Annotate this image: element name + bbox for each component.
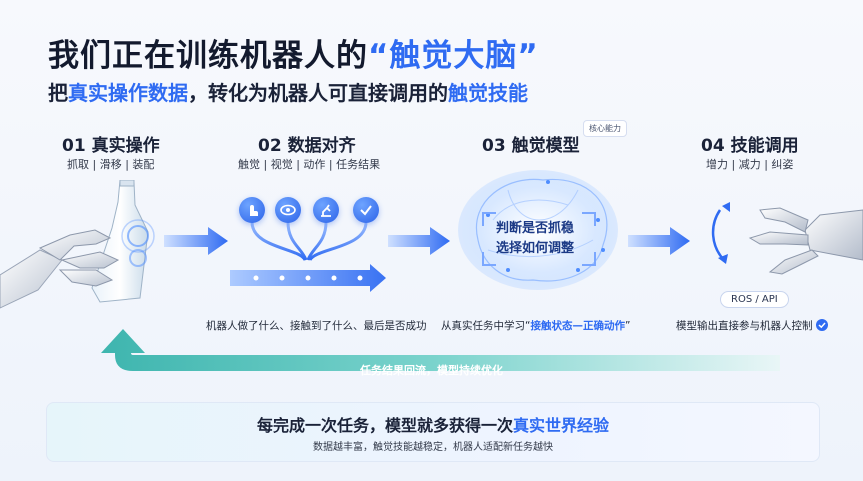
core-ability-badge: 核心能力 bbox=[583, 120, 627, 137]
brain-label-2: 选择如何调整 bbox=[496, 241, 575, 256]
step-1-sub: 抓取 | 滑移 | 装配 bbox=[67, 158, 155, 171]
page-title: 我们正在训练机器人的“触觉大脑” bbox=[48, 30, 539, 75]
summary-main: 每完成一次任务，模型就多获得一次真实世界经验 bbox=[47, 412, 819, 436]
summary-sub: 数据越丰富，触觉技能越稳定，机器人适配新任务越快 bbox=[313, 442, 553, 453]
bracket-bottom-left bbox=[482, 252, 496, 266]
title-main: 我们正在训练机器人的 bbox=[48, 38, 368, 74]
feedback-loop-arrow bbox=[101, 329, 780, 371]
step-1-title: 01 真实操作 bbox=[62, 136, 160, 156]
title-highlight: “触觉大脑” bbox=[368, 38, 539, 74]
caption-learn-highlight: 接触状态—正确动作 bbox=[530, 320, 625, 332]
step-2-title: 02 数据对齐 bbox=[258, 136, 356, 156]
subtitle-part-1: 把 bbox=[48, 81, 68, 105]
check-icon bbox=[353, 197, 379, 223]
bracket-top-left bbox=[482, 212, 496, 226]
robot-hand-bottle-illustration bbox=[0, 180, 155, 309]
step-4-title: 04 技能调用 bbox=[701, 136, 799, 156]
summary-box: 每完成一次任务，模型就多获得一次真实世界经验 数据越丰富，触觉技能越稳定，机器人… bbox=[46, 402, 820, 462]
brain-network-illustration bbox=[458, 170, 618, 290]
summary-highlight: 真实世界经验 bbox=[513, 416, 610, 435]
caption-control-text: 模型输出直接参与机器人控制 bbox=[676, 320, 813, 332]
subtitle-highlight-2: 触觉技能 bbox=[448, 81, 528, 105]
bracket-bottom-right bbox=[582, 252, 596, 266]
subtitle-part-2: ，转化为机器人可直接调用的 bbox=[188, 81, 448, 105]
data-merge-graphic bbox=[230, 221, 386, 292]
hand-touch-icon bbox=[239, 197, 265, 223]
caption-data: 机器人做了什么、接触到了什么、最后是否成功 bbox=[206, 320, 427, 332]
step-3-title: 03 触觉模型 bbox=[482, 136, 580, 156]
robot-hand-skill-illustration bbox=[711, 202, 863, 275]
caption-learn-part-1: 从真实任务中学习“ bbox=[441, 320, 531, 332]
flow-arrow-3 bbox=[628, 227, 690, 255]
caption-control: 模型输出直接参与机器人控制 bbox=[676, 318, 828, 333]
caption-learn: 从真实任务中学习“接触状态—正确动作” bbox=[441, 318, 630, 333]
flow-arrow-1 bbox=[164, 227, 228, 255]
caption-learn-part-2: ” bbox=[624, 320, 631, 332]
ros-api-pill: ROS / API bbox=[720, 291, 789, 308]
verified-check-icon bbox=[815, 319, 828, 331]
feedback-loop-label: 任务结果回流，模型持续优化 bbox=[360, 364, 503, 377]
bracket-top-right bbox=[582, 212, 596, 226]
flow-arrow-2 bbox=[388, 227, 450, 255]
robot-arm-icon bbox=[313, 197, 339, 223]
eye-icon bbox=[275, 197, 301, 223]
summary-main-text: 每完成一次任务，模型就多获得一次 bbox=[256, 416, 513, 435]
page-subtitle: 把真实操作数据，转化为机器人可直接调用的触觉技能 bbox=[48, 77, 528, 106]
step-2-sub: 触觉 | 视觉 | 动作 | 任务结果 bbox=[238, 158, 381, 171]
brain-label-1: 判断是否抓稳 bbox=[496, 221, 575, 236]
subtitle-highlight-1: 真实操作数据 bbox=[68, 81, 188, 105]
step-4-sub: 增力 | 减力 | 纠姿 bbox=[706, 158, 794, 171]
